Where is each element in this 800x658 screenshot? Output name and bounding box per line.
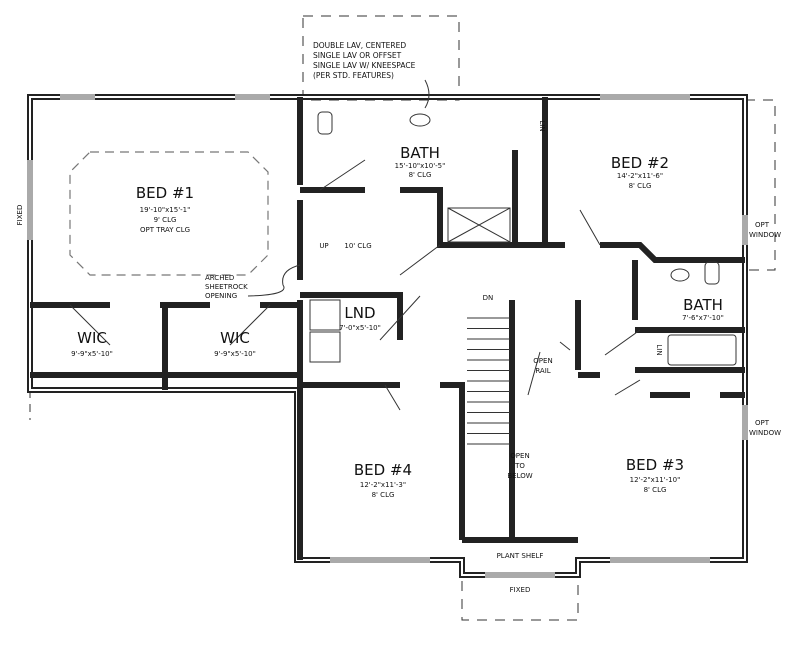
svg-text:OPEN: OPEN — [510, 452, 529, 460]
room-name-wic2: WIC — [220, 329, 250, 347]
svg-text:OPT: OPT — [755, 419, 770, 427]
svg-text:14'-2"x11'-6": 14'-2"x11'-6" — [617, 172, 663, 180]
svg-text:SHEETROCK: SHEETROCK — [205, 283, 248, 291]
svg-text:DOUBLE LAV, CENTERED: DOUBLE LAV, CENTERED — [313, 41, 406, 50]
svg-text:9'-9"x5'-10": 9'-9"x5'-10" — [71, 350, 113, 358]
tray-ceiling-outline — [69, 151, 269, 276]
svg-text:8' CLG: 8' CLG — [644, 486, 667, 494]
svg-text:SINGLE LAV OR OFFSET: SINGLE LAV OR OFFSET — [313, 51, 402, 60]
washer — [309, 299, 341, 331]
bay-projection-right — [744, 99, 776, 271]
svg-text:12'-2"x11'-10": 12'-2"x11'-10" — [630, 476, 681, 484]
dryer — [309, 331, 341, 363]
svg-text:10' CLG: 10' CLG — [344, 242, 371, 250]
room-name-wic1: WIC — [77, 329, 107, 347]
svg-text:FIXED: FIXED — [510, 586, 531, 594]
svg-text:OPEN: OPEN — [533, 357, 552, 365]
svg-text:BELOW: BELOW — [507, 472, 532, 480]
bay-projection-top — [302, 15, 460, 101]
room-name-bath2: BATH — [683, 296, 723, 314]
svg-text:ARCHED: ARCHED — [205, 274, 234, 282]
plant-shelf-label: PLANT SHELF — [497, 552, 544, 560]
svg-text:7'-6"x7'-10": 7'-6"x7'-10" — [682, 314, 724, 322]
room-name-bed1: BED #1 — [136, 184, 194, 202]
shower — [447, 207, 511, 243]
room-name-bed4: BED #4 — [354, 461, 412, 479]
svg-text:9' CLG: 9' CLG — [154, 216, 177, 224]
up-label: UP — [319, 242, 328, 250]
svg-text:WINDOW: WINDOW — [749, 429, 781, 437]
svg-text:OPT: OPT — [755, 221, 770, 229]
room-name-bath1: BATH — [400, 144, 440, 162]
linen-label: LIN — [538, 120, 546, 131]
fixed-label: FIXED — [16, 205, 24, 226]
toilet-icon — [317, 111, 333, 135]
svg-text:TO: TO — [514, 462, 525, 470]
svg-text:WINDOW: WINDOW — [749, 231, 781, 239]
windows — [27, 94, 748, 578]
room-name-bed3: BED #3 — [626, 456, 684, 474]
svg-text:9'-9"x5'-10": 9'-9"x5'-10" — [214, 350, 256, 358]
svg-text:8' CLG: 8' CLG — [409, 171, 432, 179]
svg-text:(PER STD. FEATURES): (PER STD. FEATURES) — [313, 71, 394, 80]
svg-text:15'-10"x10'-5": 15'-10"x10'-5" — [395, 162, 446, 170]
arched-opening-note: ARCHED SHEETROCK OPENING — [205, 274, 248, 300]
note-lav: DOUBLE LAV, CENTERED SINGLE LAV OR OFFSE… — [313, 41, 416, 80]
bathtub — [667, 334, 737, 366]
svg-text:12'-2"x11'-3": 12'-2"x11'-3" — [360, 481, 406, 489]
room-name-lnd: LND — [344, 304, 375, 322]
sink-icon — [409, 113, 431, 127]
linen-label: LIN — [655, 344, 663, 355]
svg-text:OPENING: OPENING — [205, 292, 237, 300]
svg-text:19'-10"x15'-1": 19'-10"x15'-1" — [140, 206, 191, 214]
bay-projection-bottom — [461, 574, 579, 621]
svg-text:8' CLG: 8' CLG — [372, 491, 395, 499]
toilet-icon — [704, 261, 720, 285]
sink-icon — [670, 268, 690, 282]
svg-text:7'-0"x5'-10": 7'-0"x5'-10" — [339, 324, 381, 332]
svg-text:SINGLE LAV W/ KNEESPACE: SINGLE LAV W/ KNEESPACE — [313, 61, 416, 70]
room-name-bed2: BED #2 — [611, 154, 669, 172]
svg-text:8' CLG: 8' CLG — [629, 182, 652, 190]
svg-text:OPT TRAY CLG: OPT TRAY CLG — [140, 226, 190, 234]
dn-label: DN — [483, 294, 494, 302]
svg-text:RAIL: RAIL — [535, 367, 550, 375]
staircase — [467, 317, 510, 445]
